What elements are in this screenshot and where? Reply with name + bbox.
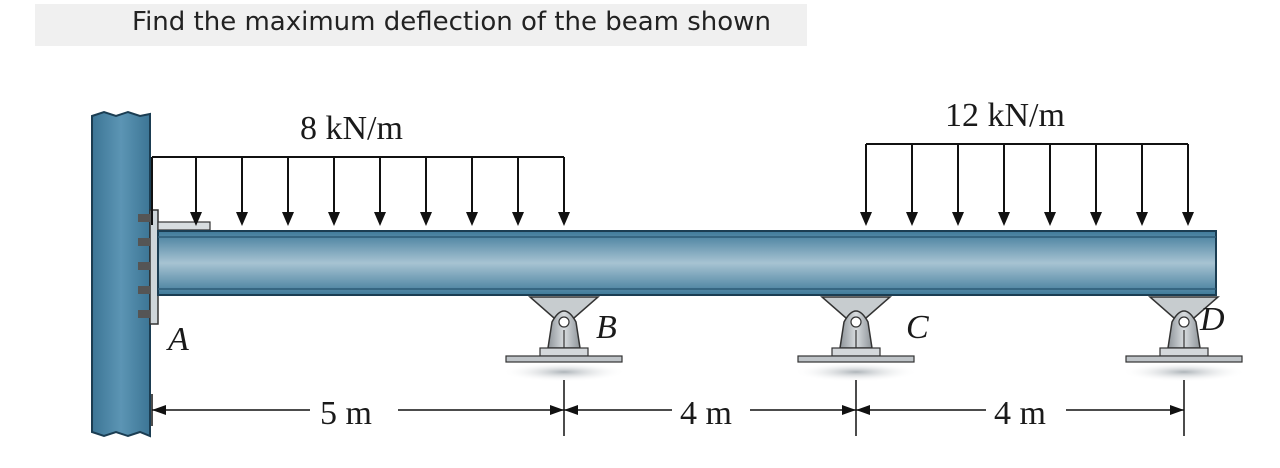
distributed-load-8 — [151, 156, 570, 226]
wall — [91, 110, 151, 438]
load-arrow — [558, 157, 570, 226]
dimension-lines — [151, 380, 1185, 436]
load-arrow — [1136, 144, 1148, 226]
point-label-b: B — [596, 309, 617, 346]
point-label-c: C — [906, 309, 929, 346]
load-arrow — [420, 157, 432, 226]
beam — [157, 230, 1217, 296]
question-banner — [35, 4, 807, 46]
load-arrow — [190, 157, 202, 226]
distributed-load-12 — [860, 143, 1194, 226]
question-text: Find the maximum deflection of the beam … — [132, 7, 771, 37]
load-arrow — [952, 144, 964, 226]
load-arrow — [282, 157, 294, 226]
support-c — [794, 296, 918, 382]
support-d — [1122, 296, 1246, 382]
load-arrow — [374, 157, 386, 226]
load-label-12: 12 kN/m — [945, 97, 1065, 134]
span-label-bc: 4 m — [680, 395, 732, 432]
point-label-a: A — [166, 321, 189, 358]
load-arrow — [512, 157, 524, 226]
load-arrow — [236, 157, 248, 226]
span-label-ab: 5 m — [320, 395, 372, 432]
load-arrow — [466, 157, 478, 226]
load-arrow — [1044, 144, 1056, 226]
load-arrow — [860, 144, 872, 226]
load-arrow — [1182, 144, 1194, 226]
point-label-d: D — [1199, 301, 1225, 338]
load-arrow — [1090, 144, 1102, 226]
load-arrow — [998, 144, 1010, 226]
support-b — [502, 296, 626, 382]
load-label-8: 8 kN/m — [300, 110, 403, 147]
load-arrow — [906, 144, 918, 226]
load-arrow — [328, 157, 340, 226]
span-label-cd: 4 m — [994, 395, 1046, 432]
